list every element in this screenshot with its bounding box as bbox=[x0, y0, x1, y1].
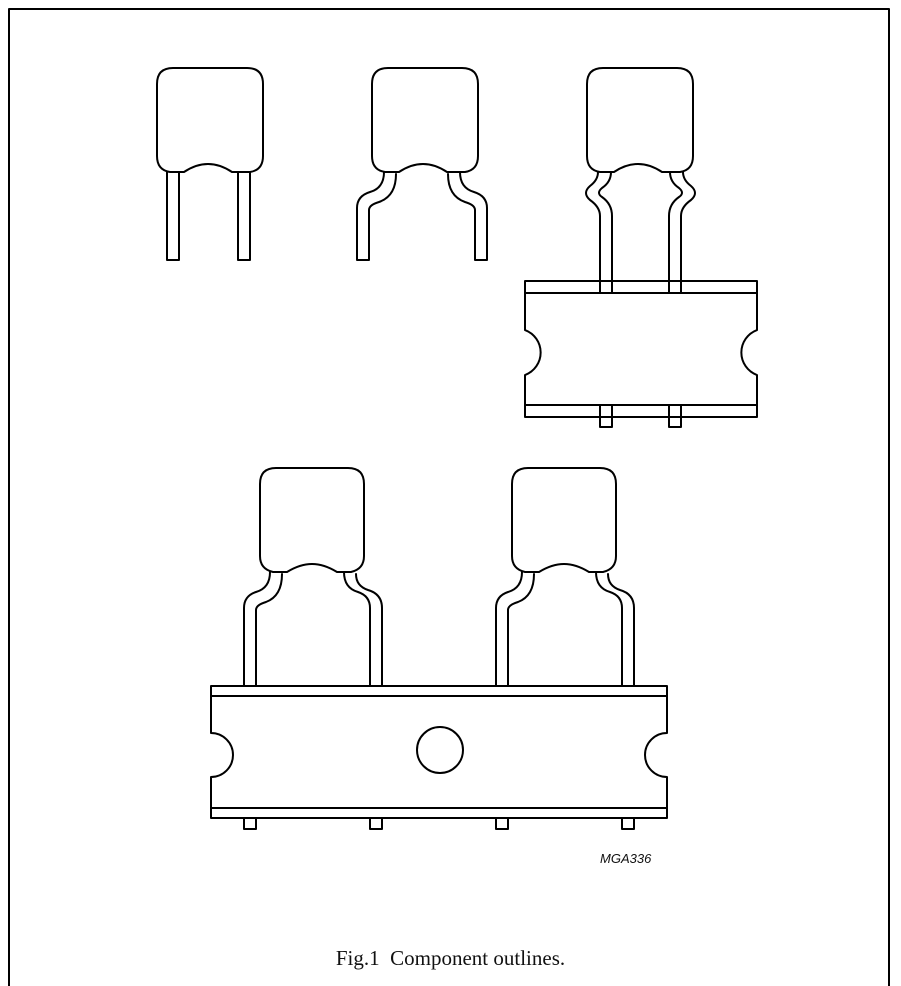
lead-4 bbox=[595, 571, 635, 687]
sprocket-hole bbox=[416, 726, 464, 774]
capacitor-body bbox=[586, 67, 694, 173]
capacitor-body-right bbox=[511, 467, 617, 573]
lead-left bbox=[356, 171, 397, 261]
capacitor-body bbox=[156, 67, 264, 173]
capacitors-on-tape-double bbox=[210, 467, 668, 830]
capacitor-body-left bbox=[259, 467, 365, 573]
lead-stub bbox=[599, 404, 682, 428]
tape-strip bbox=[210, 685, 668, 819]
lead-right bbox=[237, 171, 251, 261]
lead-1 bbox=[243, 571, 283, 687]
lead-2 bbox=[343, 571, 383, 687]
lead-left bbox=[585, 171, 613, 294]
capacitor-on-tape-single bbox=[524, 67, 758, 428]
lead-3 bbox=[495, 571, 535, 687]
lead-left bbox=[166, 171, 180, 261]
lead-right bbox=[668, 171, 696, 294]
capacitor-straight-leads bbox=[156, 67, 264, 261]
tape-strip bbox=[524, 280, 758, 418]
lead-right bbox=[447, 171, 488, 261]
figure-border bbox=[8, 8, 890, 986]
capacitor-kinked-leads bbox=[356, 67, 488, 261]
tape-carrier bbox=[210, 695, 668, 809]
capacitor-body bbox=[371, 67, 479, 173]
tape-carrier bbox=[524, 292, 758, 406]
figure-caption: Fig.1 Component outlines. bbox=[335, 946, 566, 970]
drawing-code: MGA336 bbox=[600, 851, 652, 866]
lead-stub bbox=[243, 817, 635, 830]
